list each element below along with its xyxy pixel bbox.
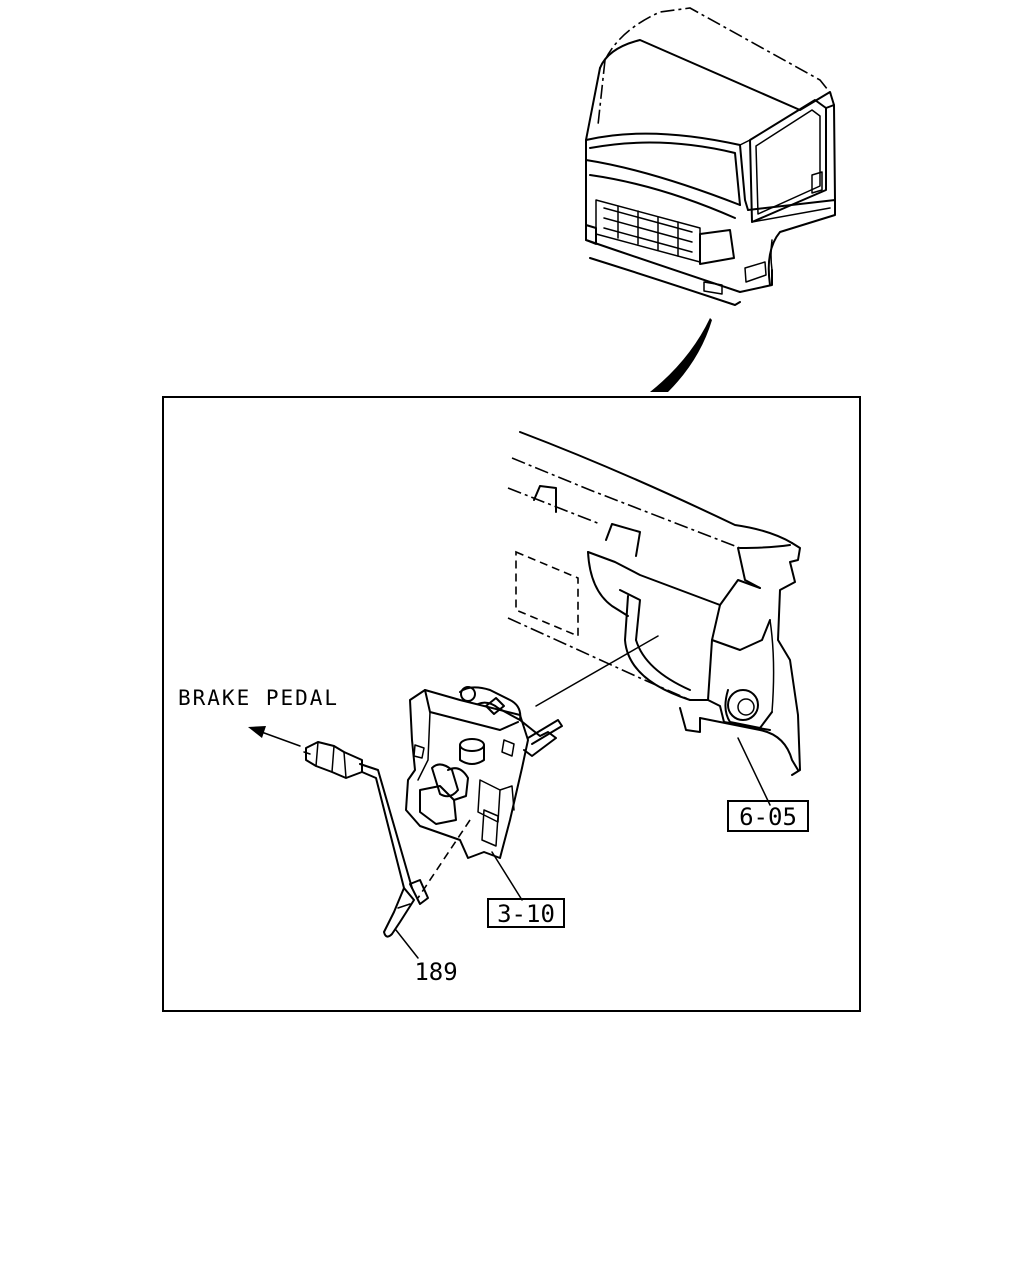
detail-frame <box>162 396 861 1012</box>
brake-pedal-arrow <box>248 726 301 747</box>
dash-panel-illustration <box>507 431 801 776</box>
pedal-assembly-illustration <box>405 686 563 859</box>
ref-6-05-box: 6-05 <box>727 800 809 832</box>
ref-6-05-label: 6-05 <box>739 803 797 831</box>
truck-cab-illustration <box>585 7 836 306</box>
leader-6-05 <box>737 737 771 806</box>
ref-3-10-box: 3-10 <box>487 898 565 928</box>
sensor-dashed-leader <box>417 819 471 899</box>
leader-189 <box>395 929 419 959</box>
leader-3-10 <box>491 851 523 901</box>
brake-pedal-label: BRAKE PEDAL <box>178 686 339 710</box>
ref-3-10-label: 3-10 <box>497 900 555 928</box>
detail-leader-arrow <box>650 318 712 392</box>
part-189-label: 189 <box>414 958 457 986</box>
sensor-harness-illustration <box>303 741 429 938</box>
assembly-leader-line <box>535 635 659 707</box>
